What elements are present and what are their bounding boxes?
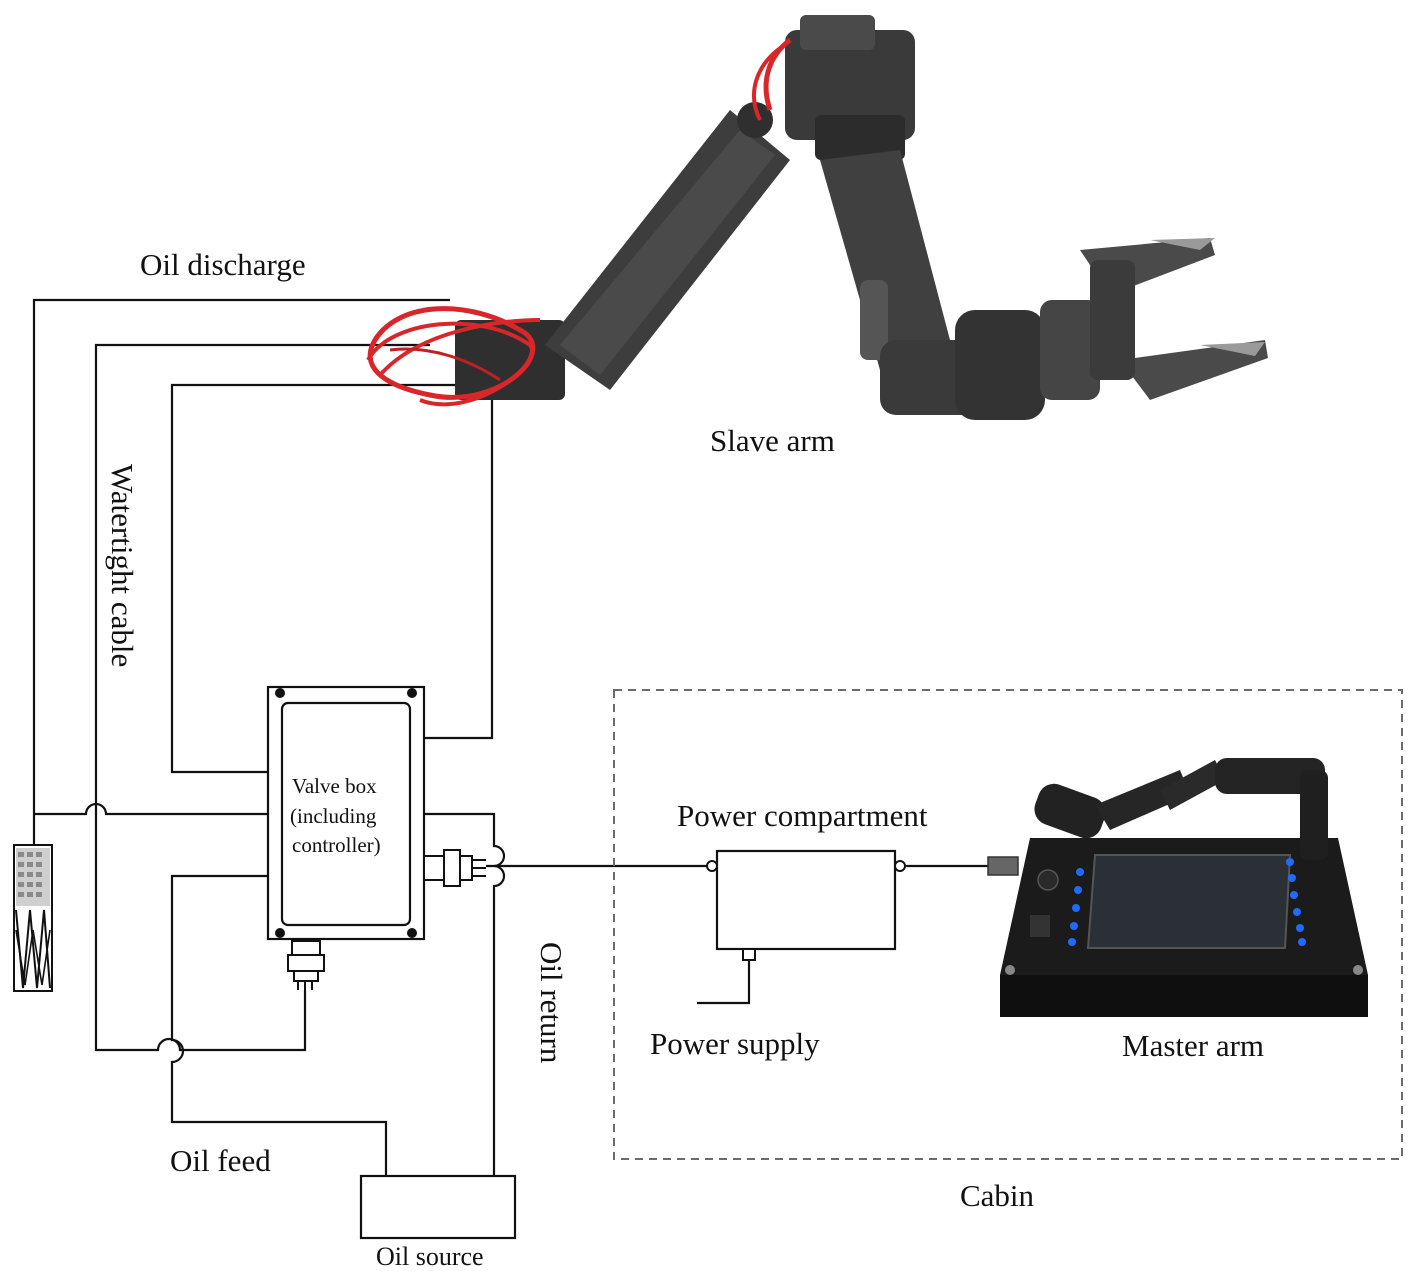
oil-source-box — [359, 1174, 517, 1240]
master-arm-illustration — [987, 758, 1368, 1017]
valve-box-bottom-connector — [287, 940, 325, 990]
slave-arm-label: Slave arm — [710, 423, 835, 458]
oil-source-label: Oil source — [376, 1242, 484, 1271]
oil-return-label: Oil return — [534, 942, 569, 1064]
oil-discharge-line — [32, 298, 450, 845]
watertight-cable-label: Watertight cable — [105, 464, 140, 668]
slave-return-line — [424, 398, 494, 740]
valve-box-label-line1: Valve box — [292, 774, 377, 798]
slave-arm-illustration — [366, 15, 1268, 420]
power-supply-label: Power supply — [650, 1026, 820, 1061]
oil-feed-line — [170, 383, 455, 774]
valve-box-side-connector — [423, 849, 486, 887]
cabin-boundary — [613, 689, 1403, 1160]
valve-box-label-line3: controller) — [292, 833, 381, 857]
discharge-junction-line — [34, 802, 268, 816]
oil-feed-label: Oil feed — [170, 1143, 271, 1178]
power-compartment-box — [706, 849, 906, 961]
cabin-label: Cabin — [960, 1178, 1035, 1213]
master-arm-label: Master arm — [1122, 1028, 1265, 1063]
valve-box — [266, 685, 426, 941]
oil-feed-return-path — [170, 874, 388, 1176]
valve-box-label-line2: (including — [290, 804, 377, 828]
filter-element — [13, 844, 53, 992]
oil-discharge-label: Oil discharge — [140, 247, 306, 282]
power-supply-line — [697, 960, 751, 1005]
watertight-cable-line — [94, 343, 430, 1052]
power-compartment-label: Power compartment — [677, 798, 928, 833]
